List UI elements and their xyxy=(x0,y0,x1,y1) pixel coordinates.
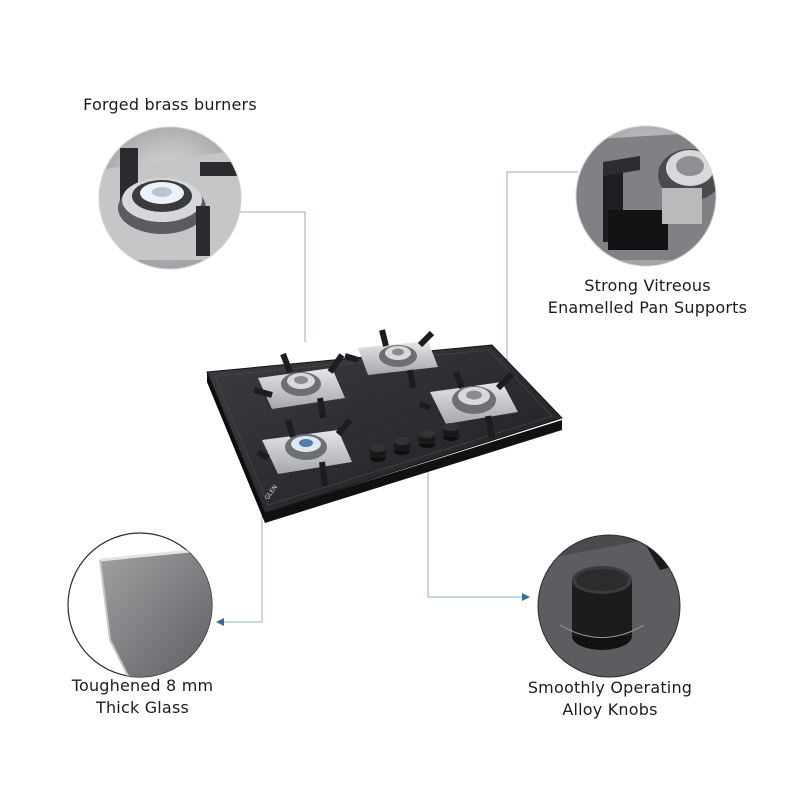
supports-line2: Enamelled Pan Supports xyxy=(547,298,748,317)
burners-text: Forged brass burners xyxy=(83,95,257,114)
knobs-line1: Smoothly Operating xyxy=(527,678,693,697)
feature-glass-label: Toughened 8 mm Thick Glass xyxy=(50,675,235,719)
knob-2-icon xyxy=(394,437,410,455)
glass-line2: Thick Glass xyxy=(95,698,190,717)
glass-line1: Toughened 8 mm xyxy=(71,676,214,695)
feature-burners-label: Forged brass burners xyxy=(60,94,280,116)
pan-support-closeup-icon xyxy=(575,125,717,267)
cooktop: GLEN xyxy=(206,329,563,523)
burner-closeup-icon xyxy=(98,126,242,270)
burner-front-right xyxy=(418,370,518,439)
arrow-knobs-icon xyxy=(522,593,530,601)
callout-lines xyxy=(220,171,578,623)
knob-1-icon xyxy=(370,444,386,462)
arrow-glass-icon xyxy=(216,618,224,626)
knob-closeup-icon xyxy=(537,534,681,678)
supports-line1: Strong Vitreous xyxy=(584,276,711,295)
burner-back-right xyxy=(344,329,438,389)
burner-back-left xyxy=(253,352,345,419)
knobs-line2: Alloy Knobs xyxy=(562,700,658,719)
burner-front-left xyxy=(256,418,353,487)
feature-supports-label: Strong Vitreous Enamelled Pan Supports xyxy=(535,275,760,319)
knob-4-icon xyxy=(443,423,459,441)
knob-row xyxy=(370,423,459,462)
feature-knobs-label: Smoothly Operating Alloy Knobs xyxy=(505,677,715,721)
knob-3-icon xyxy=(419,430,435,448)
